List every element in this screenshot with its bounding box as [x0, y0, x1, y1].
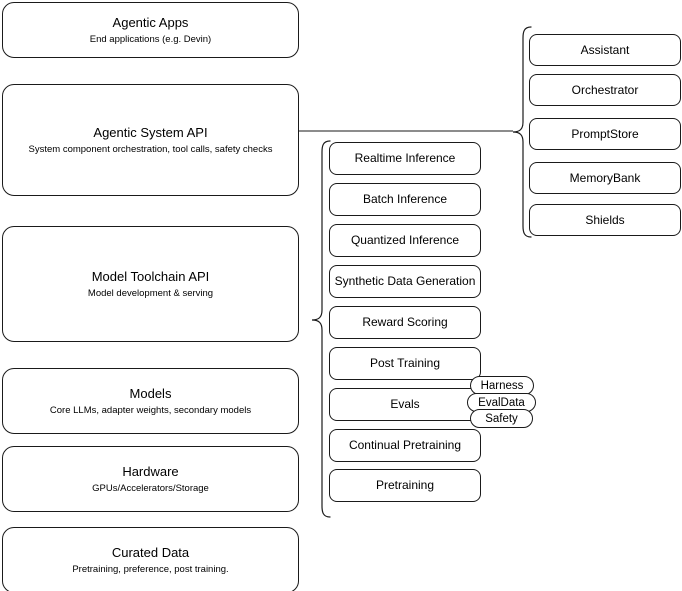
layer-title: Model Toolchain API	[91, 268, 210, 284]
system-component-label: Assistant	[580, 42, 630, 57]
layer-title: Curated Data	[111, 544, 190, 560]
eval-subcomponent-label: Harness	[480, 379, 524, 392]
capability-label: Continual Pretraining	[348, 438, 462, 452]
layer-subtitle: Pretraining, preference, post training.	[72, 563, 229, 575]
system-component-assistant[interactable]: Assistant	[529, 34, 681, 66]
eval-subcomponent-evaldata[interactable]: EvalData	[467, 393, 536, 412]
capability-label: Evals	[390, 397, 420, 411]
capability-label: Pretraining	[375, 478, 435, 492]
connector-system-api-to-components	[299, 122, 515, 140]
eval-subcomponent-label: Safety	[485, 412, 518, 425]
capability-quantized-inference[interactable]: Quantized Inference	[329, 224, 481, 257]
layer-agentic-system-api[interactable]: Agentic System API System component orch…	[2, 84, 299, 196]
system-component-shields[interactable]: Shields	[529, 204, 681, 236]
layer-title: Agentic System API	[93, 124, 208, 140]
layer-subtitle: Model development & serving	[87, 287, 214, 299]
layer-agentic-apps[interactable]: Agentic Apps End applications (e.g. Devi…	[2, 2, 299, 58]
layer-model-toolchain-api[interactable]: Model Toolchain API Model development & …	[2, 226, 299, 342]
system-component-label: Shields	[585, 212, 625, 227]
layer-title: Hardware	[122, 463, 179, 479]
system-component-memorybank[interactable]: MemoryBank	[529, 162, 681, 194]
capability-realtime-inference[interactable]: Realtime Inference	[329, 142, 481, 175]
capability-label: Quantized Inference	[350, 233, 460, 247]
eval-subcomponent-safety[interactable]: Safety	[470, 409, 533, 428]
capability-reward-scoring[interactable]: Reward Scoring	[329, 306, 481, 339]
layer-title: Agentic Apps	[112, 14, 189, 30]
layer-hardware[interactable]: Hardware GPUs/Accelerators/Storage	[2, 446, 299, 512]
capability-pretraining[interactable]: Pretraining	[329, 469, 481, 502]
layer-subtitle: System component orchestration, tool cal…	[28, 143, 273, 155]
capability-post-training[interactable]: Post Training	[329, 347, 481, 380]
capability-label: Realtime Inference	[354, 151, 456, 165]
layer-subtitle: End applications (e.g. Devin)	[89, 33, 212, 45]
capability-label: Synthetic Data Generation	[334, 274, 476, 288]
capability-evals[interactable]: Evals	[329, 388, 481, 421]
capability-synthetic-data-generation[interactable]: Synthetic Data Generation	[329, 265, 481, 298]
capability-label: Post Training	[369, 356, 441, 370]
capability-label: Batch Inference	[362, 192, 448, 206]
capability-batch-inference[interactable]: Batch Inference	[329, 183, 481, 216]
system-component-label: MemoryBank	[569, 170, 641, 185]
eval-subcomponent-label: EvalData	[478, 396, 525, 409]
capability-label: Reward Scoring	[362, 315, 448, 329]
system-component-orchestrator[interactable]: Orchestrator	[529, 74, 681, 106]
layer-subtitle: Core LLMs, adapter weights, secondary mo…	[49, 404, 252, 416]
layer-models[interactable]: Models Core LLMs, adapter weights, secon…	[2, 368, 299, 434]
layer-title: Models	[129, 385, 172, 401]
layer-subtitle: GPUs/Accelerators/Storage	[92, 482, 209, 494]
system-component-promptstore[interactable]: PromptStore	[529, 118, 681, 150]
layer-curated-data[interactable]: Curated Data Pretraining, preference, po…	[2, 527, 299, 591]
capability-continual-pretraining[interactable]: Continual Pretraining	[329, 429, 481, 462]
system-component-label: PromptStore	[571, 126, 639, 141]
system-component-label: Orchestrator	[571, 82, 639, 97]
